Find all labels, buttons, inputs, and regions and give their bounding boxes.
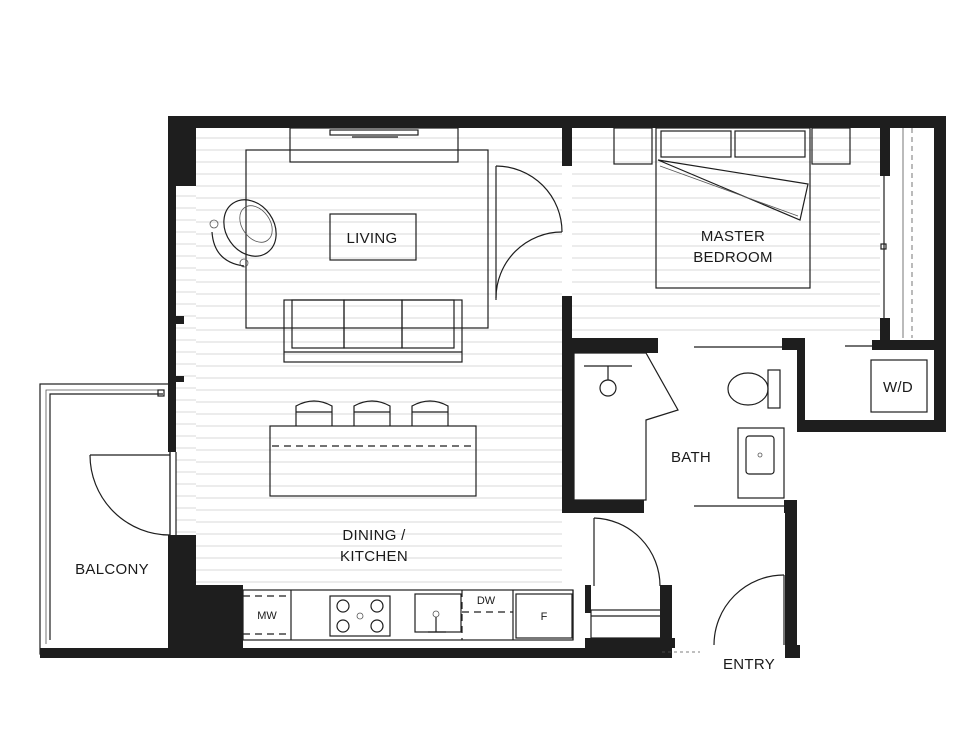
- bedroom-closet: [880, 128, 913, 338]
- closet-door[interactable]: [593, 517, 661, 587]
- kitchen-island: [269, 425, 477, 497]
- entry-closet: [590, 609, 662, 639]
- coffee-table: [329, 213, 417, 261]
- appliance-label-fridge: F: [541, 611, 548, 623]
- cooktop: [329, 595, 391, 637]
- balcony-door[interactable]: [89, 452, 177, 536]
- toilet: [727, 369, 781, 409]
- walls: [40, 116, 946, 658]
- room-label-balcony: BALCONY: [75, 561, 149, 578]
- bedroom-double-door[interactable]: [495, 165, 563, 300]
- area-rug: [245, 149, 489, 329]
- kitchen-sink: [414, 593, 462, 633]
- room-label-dining-line1: DINING /: [342, 527, 406, 544]
- shower: [573, 352, 679, 501]
- room-label-dining-line2: KITCHEN: [340, 548, 408, 565]
- tv-console: [289, 127, 459, 163]
- entry-door[interactable]: [662, 574, 785, 653]
- room-label-living: LIVING: [347, 230, 398, 247]
- armchair: [209, 199, 277, 268]
- bed: [655, 127, 811, 289]
- room-label-entry: ENTRY: [723, 656, 775, 673]
- washer-dryer: [845, 345, 930, 413]
- kitchen-counter: [242, 589, 574, 641]
- bar-stools: [295, 400, 449, 426]
- room-label-wd: W/D: [883, 379, 913, 396]
- bath-pocket-door[interactable]: [694, 346, 784, 507]
- appliance-label-microwave: MW: [257, 610, 277, 622]
- floor-hatching: [176, 137, 880, 583]
- nightstands: [613, 127, 851, 165]
- room-label-master-line2: BEDROOM: [693, 249, 773, 266]
- room-label-master-line1: MASTER: [701, 228, 765, 245]
- sofa: [283, 299, 463, 363]
- balcony: [39, 383, 171, 655]
- appliance-label-dishwasher: DW: [477, 595, 496, 607]
- fridge: [515, 593, 573, 639]
- bathroom-vanity: [737, 427, 785, 499]
- room-label-bath: BATH: [671, 449, 711, 466]
